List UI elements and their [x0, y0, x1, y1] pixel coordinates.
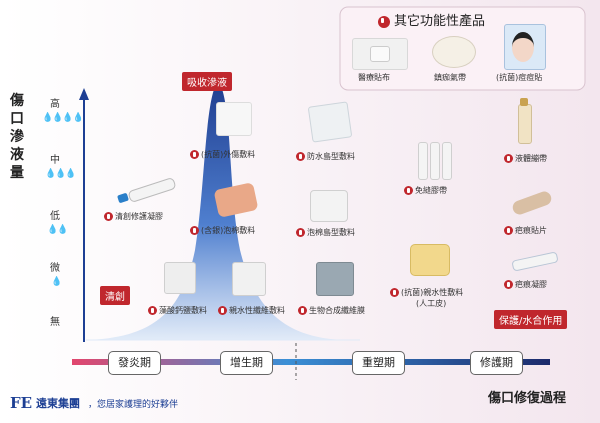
product-liquid-bandage: 液體繃帶 [504, 154, 547, 164]
company-name: 遠東集團 [36, 397, 80, 410]
alginate-image [164, 262, 196, 294]
product-hydrocolloid: (抗菌)親水性敷料 [390, 288, 463, 298]
acne-patch-face [512, 32, 534, 62]
other-product-label: 鎮痂氣帶 [434, 73, 466, 82]
level-label-none: 無 [50, 317, 60, 328]
product-bullet-icon [296, 152, 305, 161]
debridement-tag: 清創 [100, 286, 130, 305]
product-bullet-icon [390, 288, 399, 297]
level-label-low: 低 [50, 211, 60, 222]
other-product-label: (抗菌)痘痘貼 [496, 73, 543, 82]
product-bullet-icon [504, 280, 513, 289]
medical-tape-pad [370, 46, 390, 62]
x-axis-title: 傷口修復過程 [488, 391, 567, 406]
suture-strip-image-1 [418, 142, 428, 180]
company-slogan: ，您居家護理的好夥伴 [88, 400, 179, 410]
product-bullet-icon [404, 186, 413, 195]
product-bullet-icon [504, 154, 513, 163]
drops-low: 💧💧 [47, 225, 68, 235]
phase-remodeling: 重塑期 [352, 351, 405, 375]
drops-slight: 💧 [51, 277, 63, 287]
product-scar-patch: 疤痕貼片 [504, 226, 547, 236]
product-suture-strip: 免縫膠帶 [404, 186, 447, 196]
panel-title-icon [378, 15, 390, 28]
product-bullet-icon [504, 226, 513, 235]
product-bullet-icon [104, 212, 113, 221]
product-bullet-icon [218, 306, 227, 315]
product-debride-gel: 清創修護凝膠 [104, 212, 163, 222]
y-axis-arrowhead [79, 88, 89, 100]
product-hydrocolloid-sub: (人工皮) [416, 299, 447, 308]
product-waterproof-island: 防水島型敷料 [296, 152, 355, 162]
product-silver-foam: (含銀)泡棉敷料 [190, 226, 255, 236]
foam-island-image [310, 190, 348, 222]
absorb-exudate-tag: 吸收滲液 [182, 72, 232, 91]
timeline-bar [72, 359, 550, 365]
product-antibacterial-dressing: (抗菌)外傷敷料 [190, 150, 255, 160]
product-bullet-icon [298, 306, 307, 315]
product-hydrofiber: 親水性纖維敷料 [218, 306, 285, 316]
product-biocellulose: 生物合成纖維膜 [298, 306, 365, 316]
drops-mid: 💧💧💧 [45, 169, 77, 179]
suture-strip-image-2 [430, 142, 440, 180]
company-logo: FE [10, 394, 33, 412]
protect-hydrate-tag: 保護/水合作用 [494, 310, 568, 329]
level-label-slight: 微 [50, 263, 60, 274]
product-bullet-icon [190, 150, 199, 159]
y-axis-title: 傷口滲液量 [10, 93, 24, 181]
liquid-bandage-cap [520, 98, 528, 106]
product-scar-gel: 疤痕凝膠 [504, 280, 547, 290]
level-label-high: 高 [50, 99, 60, 110]
exudate-curve [86, 82, 345, 340]
other-product-label: 醫療貼布 [358, 73, 390, 82]
drops-high: 💧💧💧💧 [42, 113, 84, 123]
scar-band-image [432, 36, 476, 68]
suture-strip-image-3 [442, 142, 452, 180]
waterproof-island-image [307, 101, 353, 143]
panel-title: 其它功能性產品 [378, 14, 485, 30]
level-label-mid: 中 [50, 155, 60, 166]
phase-inflammation: 發炎期 [108, 351, 161, 375]
liquid-bandage-image [518, 104, 532, 144]
phase-repair: 修護期 [470, 351, 523, 375]
product-foam-island: 泡棉島型敷料 [296, 228, 355, 238]
hydrofiber-image [232, 262, 266, 296]
antibacterial-dressing-image [216, 102, 252, 136]
hydrocolloid-image [410, 244, 450, 276]
product-bullet-icon [190, 226, 199, 235]
product-alginate: 藻酸鈣鹽敷料 [148, 306, 207, 316]
phase-proliferation: 增生期 [220, 351, 273, 375]
biocellulose-image [316, 262, 354, 296]
product-bullet-icon [148, 306, 157, 315]
product-bullet-icon [296, 228, 305, 237]
